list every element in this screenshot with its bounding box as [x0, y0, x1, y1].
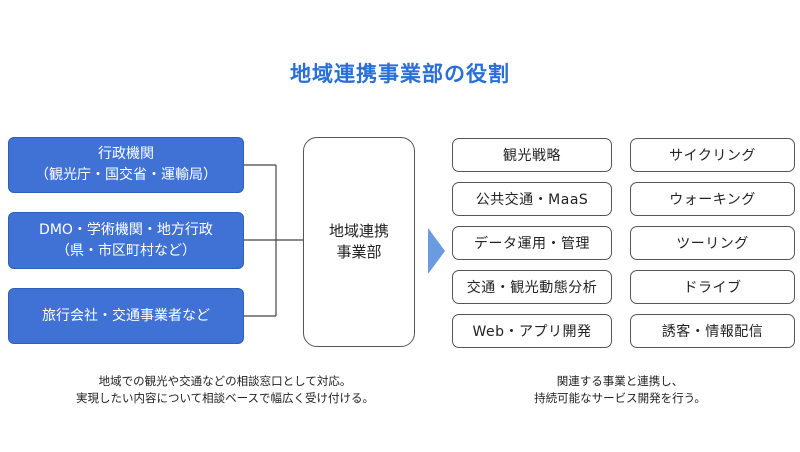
stakeholder-label: DMO・学術機関・地方行政 [39, 221, 213, 238]
center-label-line1: 地域連携 [328, 222, 389, 240]
stakeholder-government: 行政機関 （観光庁・国交省・運輸局） [8, 137, 244, 193]
stakeholder-dmo: DMO・学術機関・地方行政 （県・市区町村など） [8, 212, 244, 269]
stakeholder-sublabel: （県・市区町村など） [56, 242, 196, 259]
service-touring: ツーリング [630, 226, 795, 260]
service-visitor-attraction: 誘客・情報配信 [630, 314, 795, 348]
note-line: 持続可能なサービス開発を行う。 [534, 391, 706, 405]
service-public-transit-maas: 公共交通・MaaS [452, 182, 612, 216]
stakeholder-label: 行政機関 [98, 146, 154, 162]
note-line: 実現したい内容について相談ベースで幅広く受け付ける。 [75, 391, 375, 405]
service-cycling: サイクリング [630, 138, 795, 172]
stakeholder-sublabel: （観光庁・国交省・運輸局） [35, 167, 217, 183]
service-walking: ウォーキング [630, 182, 795, 216]
note-line: 関連する事業と連携し、 [556, 374, 684, 388]
chevron-right-icon [428, 228, 445, 274]
stakeholder-travel-companies: 旅行会社・交通事業者など [8, 288, 244, 344]
service-web-app-dev: Web・アプリ開発 [452, 314, 612, 348]
note-service-development: 関連する事業と連携し、 持続可能なサービス開発を行う。 [470, 373, 770, 407]
service-mobility-analysis: 交通・観光動態分析 [452, 270, 612, 304]
note-line: 地域での観光や交通などの相談窓口として対応。 [98, 374, 352, 388]
diagram-title: 地域連携事業部の役割 [290, 62, 510, 86]
service-tourism-strategy: 観光戦略 [452, 138, 612, 172]
center-label-line2: 事業部 [336, 243, 382, 261]
note-consultation: 地域での観光や交通などの相談窓口として対応。 実現したい内容について相談ベースで… [40, 373, 410, 407]
regional-cooperation-dept-box: 地域連携 事業部 [303, 137, 415, 347]
service-drive: ドライブ [630, 270, 795, 304]
service-data-management: データ運用・管理 [452, 226, 612, 260]
stakeholder-label: 旅行会社・交通事業者など [42, 307, 210, 324]
